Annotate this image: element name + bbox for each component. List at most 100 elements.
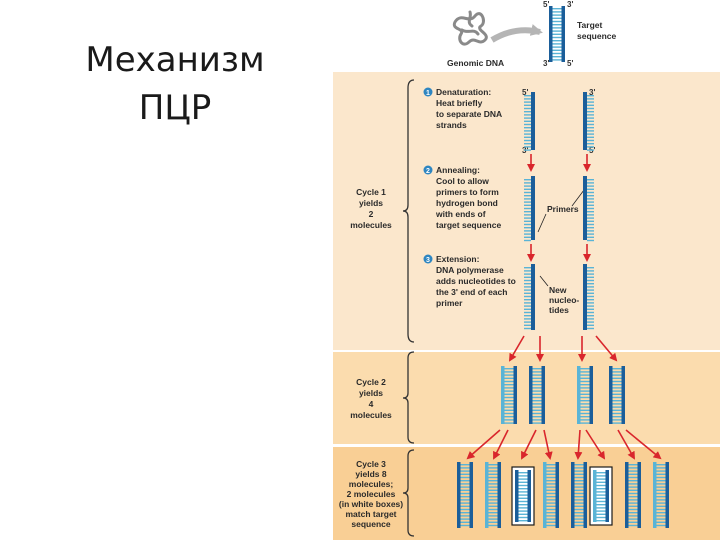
- cycle-2-label: Cycle 2 yields 4 molecules: [350, 377, 392, 420]
- title-line-1: Механизм: [85, 40, 265, 80]
- step-3-badge: [423, 254, 433, 264]
- cycle-1-line-2: yields: [359, 198, 383, 208]
- cycle-1-line-1: Cycle 1: [356, 187, 386, 197]
- cycle-3-line-7: sequence: [351, 519, 390, 529]
- dna-duplex: [593, 470, 609, 522]
- new-nucleotides-pointer: [539, 275, 549, 287]
- dna-duplex: [625, 462, 641, 528]
- dna-ladder: [524, 92, 535, 151]
- end-denat-5: 5': [522, 88, 528, 97]
- step-2-line-5: with ends of: [435, 209, 486, 219]
- arrow: [625, 429, 662, 460]
- dna-ladder: [583, 264, 594, 330]
- slide-title: Механизм ПЦР: [60, 36, 290, 132]
- step-3-line-3: adds nucleotides to: [436, 276, 516, 286]
- end-top-3: 3': [567, 0, 573, 9]
- primers-pointer-left: [537, 213, 547, 233]
- step-1-line-2: Heat briefly: [436, 98, 483, 108]
- genomic-dna-label: Genomic DNA: [447, 58, 504, 68]
- dna-duplex: [457, 462, 473, 528]
- arrow: [585, 429, 606, 460]
- step-2-line-6: target sequence: [436, 220, 501, 230]
- step-1-line-4: strands: [436, 120, 467, 130]
- step-1-line-3: to separate DNA: [436, 109, 502, 119]
- dna-duplex: [577, 366, 593, 424]
- dna-ladder: [524, 264, 535, 330]
- cycle-3-line-5: (in white boxes): [339, 499, 403, 509]
- cycle-1-label: Cycle 1 yields 2 molecules: [350, 187, 392, 230]
- cycle-1-bracket: [402, 79, 415, 343]
- cycle-3-line-6: match target: [345, 509, 396, 519]
- cycle-2-panel: [333, 352, 720, 444]
- step-2-line-4: hydrogen bond: [436, 198, 498, 208]
- arrow: [595, 335, 618, 362]
- arrow: [543, 429, 553, 460]
- step-3-line-5: primer: [436, 298, 463, 308]
- end-denat-3: 3': [589, 88, 595, 97]
- step-2-line-2: Cool to allow: [436, 176, 489, 186]
- cycle-2-line-3: 4: [369, 399, 374, 409]
- step-1: 1 Denaturation: Heat briefly to separate…: [423, 87, 502, 130]
- arrow: [493, 429, 509, 460]
- step-3: 3 Extension: DNA polymerase adds nucleot…: [423, 254, 516, 308]
- new-nucleotides-line-2: nucleo-: [549, 295, 579, 305]
- step-3-line-2: DNA polymerase: [436, 265, 504, 275]
- step-3-number: 3: [426, 257, 430, 264]
- new-nucleotides-line-1: New: [549, 285, 567, 295]
- cycle-2-line-1: Cycle 2: [356, 377, 386, 387]
- dna-duplex: [485, 462, 501, 528]
- step-1-line-1: Denaturation:: [436, 87, 491, 97]
- cycle-3-line-1: Cycle 3: [356, 459, 386, 469]
- dna-duplex: [609, 366, 625, 424]
- step-2-number: 2: [426, 168, 430, 175]
- dna-ladder: [583, 92, 594, 151]
- cycle-3-label: Cycle 3 yields 8 molecules; 2 molecules …: [339, 459, 403, 529]
- cycle-1-line-4: molecules: [350, 220, 392, 230]
- cycle-3-line-3: molecules;: [349, 479, 394, 489]
- step-2-line-3: primers to form: [436, 187, 499, 197]
- arrow: [508, 335, 525, 362]
- cycle-3-line-4: 2 molecules: [347, 489, 396, 499]
- dna-strands: [457, 6, 669, 528]
- dna-duplex: [653, 462, 669, 528]
- target-line-1: Target: [577, 20, 603, 30]
- step-2: 2 Annealing: Cool to allow primers to fo…: [423, 165, 501, 230]
- arrow: [521, 429, 537, 460]
- dna-duplex: [571, 462, 587, 528]
- end-top-5: 5': [543, 0, 549, 9]
- new-nucleotides-bg: [546, 284, 584, 316]
- target-line-2: sequence: [577, 31, 616, 41]
- step-2-line-1: Annealing:: [436, 165, 480, 175]
- cycle-2-line-4: molecules: [350, 410, 392, 420]
- step-3-line-4: the 3' end of each: [436, 287, 507, 297]
- dna-duplex: [549, 6, 565, 62]
- dna-duplex: [529, 366, 545, 424]
- arrow: [617, 429, 635, 460]
- step-1-number: 1: [426, 90, 430, 97]
- cycle-3-bracket: [402, 449, 415, 537]
- step-2-badge: [423, 165, 433, 175]
- end-genomic-3: 3': [543, 59, 549, 68]
- new-nucleotides-line-3: tides: [549, 305, 569, 315]
- arrow: [466, 429, 501, 460]
- cycle-2-bracket: [402, 351, 415, 444]
- dna-duplex: [501, 366, 517, 424]
- dna-duplex: [515, 470, 531, 522]
- gray-arrow: [490, 24, 543, 43]
- cycle-3-line-2: yields 8: [355, 469, 386, 479]
- primers-pointer-right: [571, 189, 585, 207]
- step-1-badge: [423, 87, 433, 97]
- primers-label: Primers: [547, 204, 579, 214]
- end-genomic-5: 5': [567, 59, 573, 68]
- cycle-2-line-2: yields: [359, 388, 383, 398]
- dna-ladder: [524, 176, 535, 242]
- title-line-2: ПЦР: [138, 88, 212, 128]
- arrow: [574, 429, 583, 460]
- step-3-line-1: Extension:: [436, 254, 480, 264]
- cycle-1-line-3: 2: [369, 209, 374, 219]
- dna-ladder: [583, 176, 594, 242]
- dna-duplex: [543, 462, 559, 528]
- flow-arrows: [466, 154, 662, 460]
- genomic-dna-icon: [452, 10, 488, 46]
